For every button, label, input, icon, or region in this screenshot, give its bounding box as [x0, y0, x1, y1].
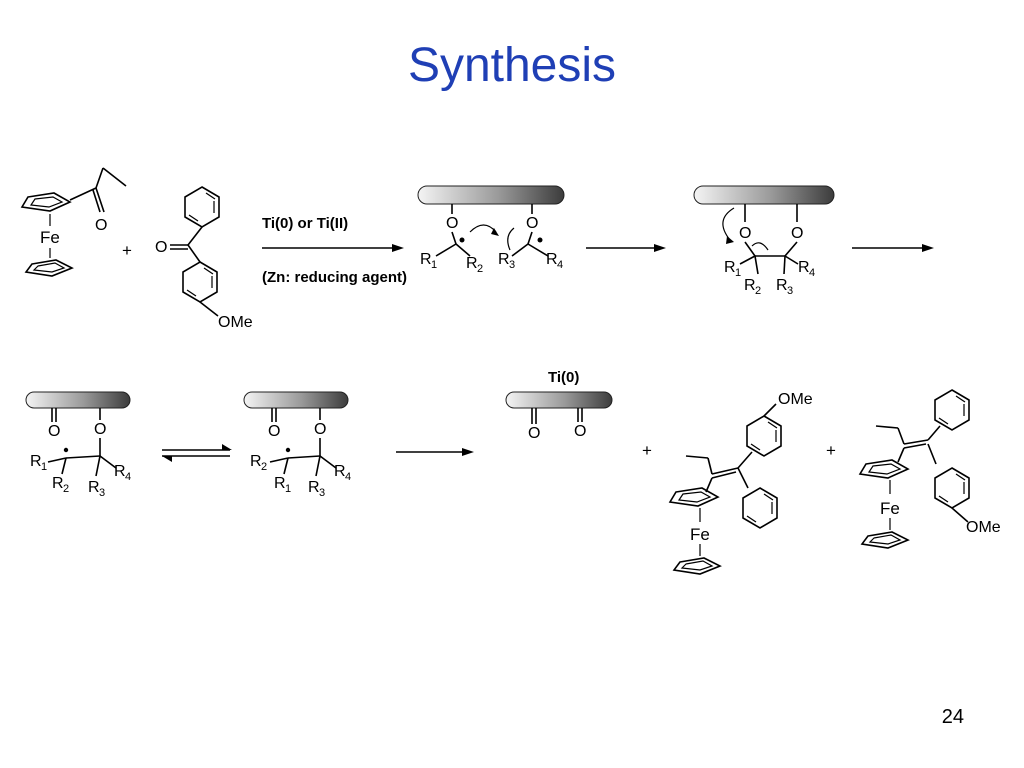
- svg-text:4: 4: [809, 267, 815, 279]
- svg-text:R: R: [250, 453, 262, 470]
- ome-label: OMe: [778, 391, 813, 408]
- o-label: O: [446, 215, 458, 232]
- o-label: O: [574, 423, 586, 440]
- svg-text:R: R: [114, 463, 126, 480]
- reagent-condition: Ti(0) or Ti(II): [262, 215, 348, 232]
- o-label: O: [48, 423, 60, 440]
- o-label: O: [314, 421, 326, 438]
- svg-text:R: R: [798, 259, 810, 276]
- plus-sign: +: [642, 441, 652, 460]
- svg-text:1: 1: [431, 259, 437, 271]
- plus-sign: +: [826, 441, 836, 460]
- svg-text:2: 2: [63, 483, 69, 495]
- ferrocifen-isomer-2: OMe Fe: [859, 389, 1001, 549]
- svg-text:R: R: [744, 277, 756, 294]
- svg-text:2: 2: [261, 461, 267, 473]
- svg-text:R: R: [776, 277, 788, 294]
- slide-title: Synthesis: [407, 39, 617, 92]
- svg-text:R: R: [88, 479, 100, 496]
- svg-text:R: R: [334, 463, 346, 480]
- svg-text:1: 1: [285, 483, 291, 495]
- o-label: O: [526, 215, 538, 232]
- svg-text:4: 4: [125, 471, 131, 483]
- svg-text:R: R: [724, 259, 736, 276]
- o-label: O: [268, 423, 280, 440]
- svg-text:3: 3: [787, 285, 793, 297]
- svg-text:1: 1: [735, 267, 741, 279]
- svg-text:R: R: [466, 255, 478, 272]
- svg-text:R: R: [420, 251, 432, 268]
- o-label: O: [791, 225, 803, 242]
- svg-text:R: R: [308, 479, 320, 496]
- plus-sign: +: [122, 241, 132, 260]
- reducing-agent-condition: (Zn: reducing agent): [262, 269, 407, 286]
- o-label: O: [739, 225, 751, 242]
- titanium-oxide-surface: Ti(0) O O: [505, 369, 613, 442]
- o-label: O: [528, 425, 540, 442]
- methoxybenzophenone: O OMe: [155, 186, 253, 331]
- page-number: 24: [941, 706, 964, 728]
- fe-label: Fe: [880, 499, 900, 518]
- ferrocifen-isomer-1: OMe Fe: [669, 391, 813, 575]
- fe-label: Fe: [690, 525, 710, 544]
- ome-label: OMe: [966, 519, 1001, 536]
- svg-text:R: R: [30, 453, 42, 470]
- svg-text:R: R: [52, 475, 64, 492]
- svg-text:4: 4: [557, 259, 563, 271]
- svg-text:1: 1: [41, 461, 47, 473]
- o-label: O: [94, 421, 106, 438]
- svg-text:3: 3: [509, 259, 515, 271]
- svg-text:2: 2: [477, 263, 483, 275]
- svg-text:4: 4: [345, 471, 351, 483]
- svg-text:3: 3: [319, 487, 325, 499]
- ferrocenyl-ketone: O Fe: [21, 167, 127, 277]
- svg-text:2: 2: [755, 285, 761, 297]
- carbonyl-o: O: [95, 217, 107, 234]
- carbonyl-o: O: [155, 239, 167, 256]
- svg-text:R: R: [274, 475, 286, 492]
- ti0-label: Ti(0): [548, 369, 579, 386]
- svg-text:3: 3: [99, 487, 105, 499]
- ome-label: OMe: [218, 314, 253, 331]
- fe-label: Fe: [40, 228, 60, 247]
- svg-text:R: R: [546, 251, 558, 268]
- svg-text:R: R: [498, 251, 510, 268]
